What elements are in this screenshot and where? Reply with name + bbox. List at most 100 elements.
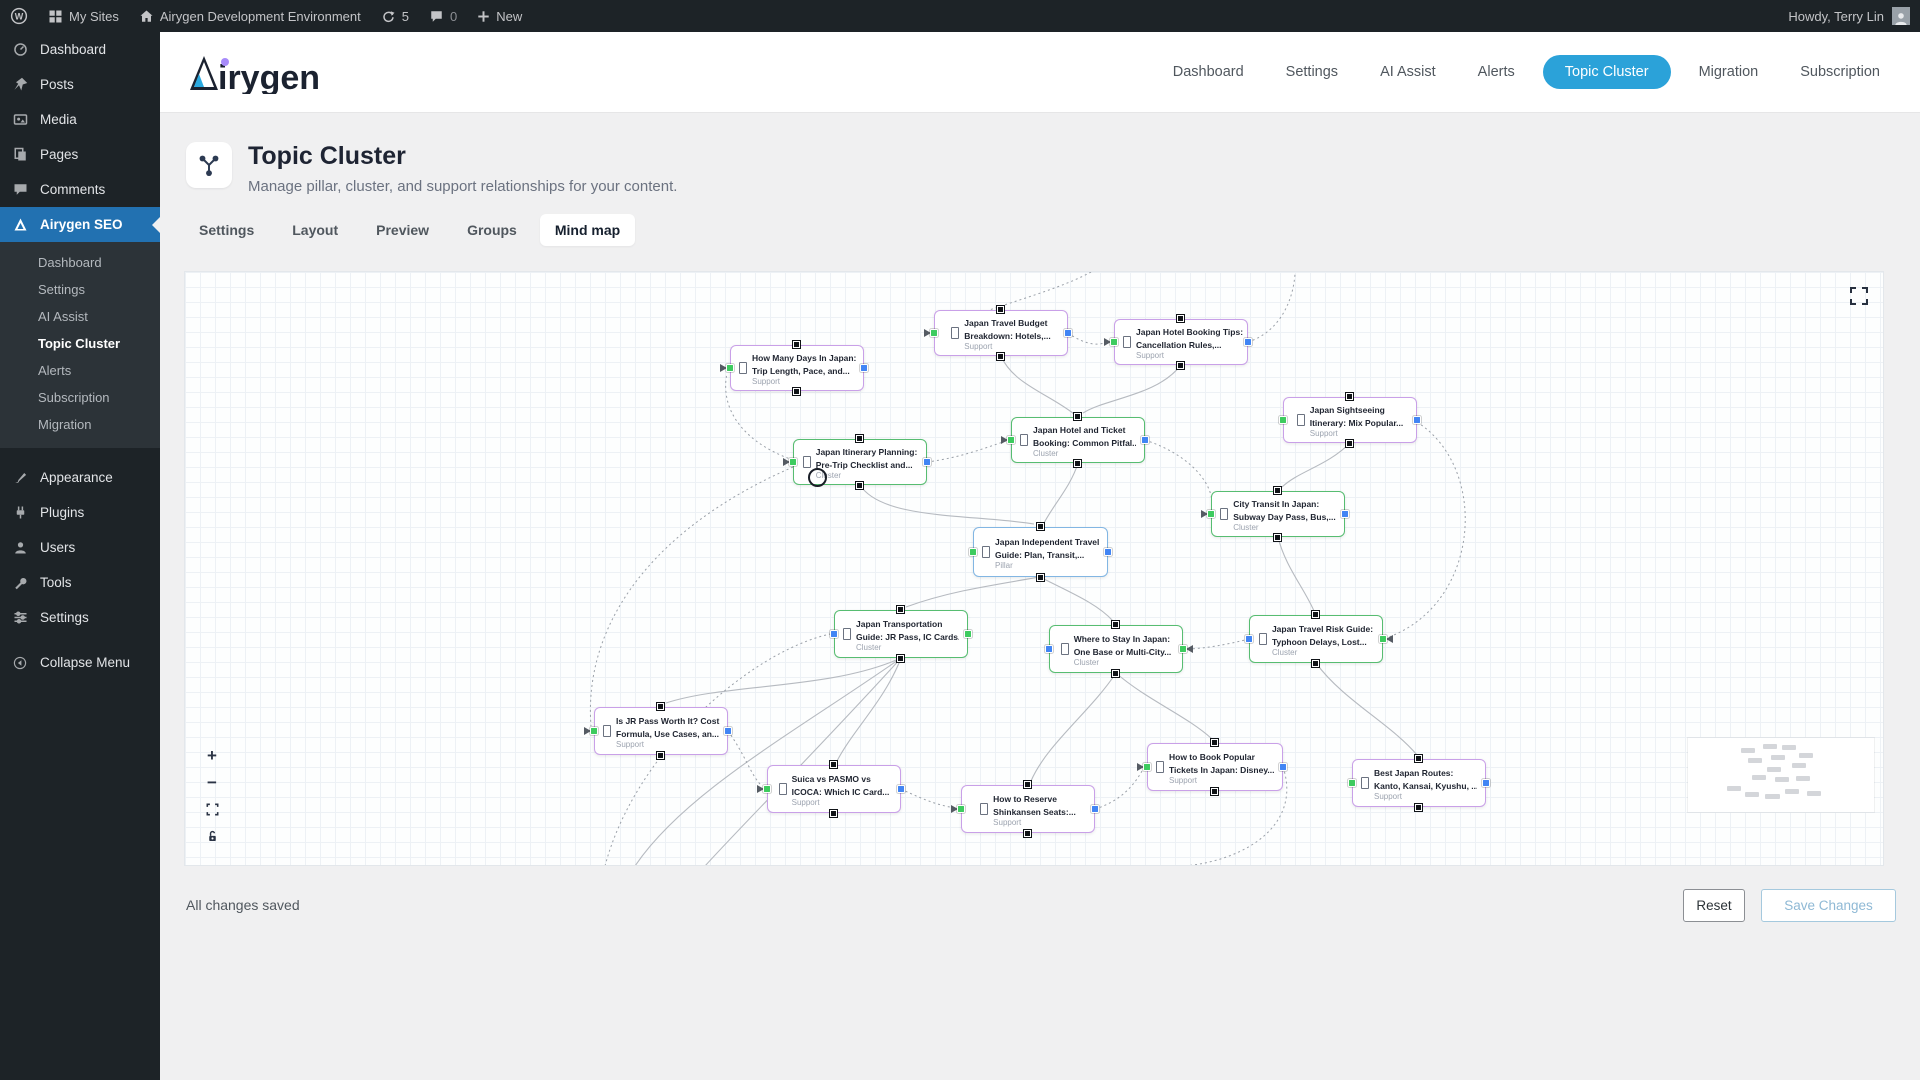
tab-layout[interactable]: Layout [292, 222, 339, 238]
right-handle[interactable] [1379, 635, 1387, 643]
top-handle[interactable] [996, 305, 1005, 314]
mindmap-node-n10[interactable]: Where to Stay In Japan:One Base or Multi… [1045, 620, 1187, 678]
left-handle[interactable] [969, 548, 977, 556]
bottom-handle[interactable] [1035, 573, 1045, 582]
comments-menu[interactable]: 0 [419, 0, 467, 32]
left-handle[interactable] [1045, 645, 1053, 653]
bottom-handle[interactable] [1073, 459, 1082, 468]
fit-view-button[interactable] [206, 800, 219, 818]
submenu-item-alerts[interactable]: Alerts [38, 363, 72, 378]
left-handle[interactable] [789, 458, 797, 466]
left-handle[interactable] [590, 727, 598, 735]
mindmap-node-n7[interactable]: City Transit In Japan:Subway Day Pass, B… [1207, 486, 1349, 542]
bottom-handle[interactable] [1210, 787, 1219, 796]
right-handle[interactable] [1279, 763, 1287, 771]
bottom-handle[interactable] [1414, 803, 1423, 812]
nav-item-subscription[interactable]: Subscription [1800, 64, 1880, 80]
zoom-in-button[interactable]: + [207, 745, 217, 765]
left-handle[interactable] [1143, 763, 1151, 771]
tab-settings[interactable]: Settings [199, 222, 255, 238]
wp-logo-menu[interactable]: W [0, 0, 38, 32]
sidebar-item-comments[interactable]: Comments [0, 172, 160, 207]
left-handle[interactable] [830, 630, 838, 638]
top-handle[interactable] [1073, 412, 1082, 421]
fullscreen-icon[interactable] [1849, 286, 1869, 306]
nav-item-dashboard[interactable]: Dashboard [1172, 64, 1244, 80]
reset-button[interactable]: Reset [1683, 888, 1745, 922]
top-handle[interactable] [1414, 754, 1423, 763]
left-handle[interactable] [1279, 416, 1287, 424]
right-handle[interactable] [724, 727, 732, 735]
tab-mind-map[interactable]: Mind map [539, 214, 636, 246]
left-handle[interactable] [1207, 510, 1215, 518]
mindmap-node-n3[interactable]: Japan Hotel Booking Tips:Cancellation Ru… [1110, 314, 1252, 370]
nav-item-topic-cluster[interactable]: Topic Cluster [1542, 55, 1671, 89]
top-handle[interactable] [829, 760, 838, 769]
submenu-item-dashboard[interactable]: Dashboard [38, 255, 102, 270]
mindmap-node-n11[interactable]: Japan Travel Risk Guide:Typhoon Delays, … [1245, 610, 1387, 668]
bottom-handle[interactable] [855, 481, 864, 490]
sidebar-item-appearance[interactable]: Appearance [0, 460, 160, 495]
left-handle[interactable] [763, 785, 771, 793]
left-handle[interactable] [1348, 779, 1356, 787]
sidebar-item-plugins[interactable]: Plugins [0, 495, 160, 530]
submenu-item-subscription[interactable]: Subscription [38, 390, 110, 405]
mindmap-canvas[interactable]: How Many Days In Japan:Trip Length, Pace… [184, 271, 1884, 866]
nav-item-alerts[interactable]: Alerts [1477, 64, 1515, 80]
bottom-handle[interactable] [896, 654, 905, 663]
submenu-item-ai-assist[interactable]: AI Assist [38, 309, 88, 324]
avatar[interactable] [1892, 7, 1910, 25]
bottom-handle[interactable] [1176, 361, 1185, 370]
top-handle[interactable] [1311, 610, 1320, 619]
right-handle[interactable] [1341, 510, 1349, 518]
nav-item-ai-assist[interactable]: AI Assist [1380, 64, 1436, 80]
top-handle[interactable] [1210, 738, 1219, 747]
updates-menu[interactable]: 5 [371, 0, 419, 32]
sidebar-item-users[interactable]: Users [0, 530, 160, 565]
bottom-handle[interactable] [656, 751, 665, 760]
sidebar-item-media[interactable]: Media [0, 102, 160, 137]
right-handle[interactable] [1091, 805, 1099, 813]
sidebar-item-settings[interactable]: Settings [0, 600, 160, 635]
top-handle[interactable] [896, 605, 905, 614]
mindmap-node-n16[interactable]: Best Japan Routes:Kanto, Kansai, Kyushu,… [1348, 754, 1490, 812]
right-handle[interactable] [1179, 645, 1187, 653]
bottom-handle[interactable] [829, 809, 838, 818]
new-content-menu[interactable]: New [467, 0, 532, 32]
howdy-label[interactable]: Howdy, Terry Lin [1788, 8, 1884, 24]
right-handle[interactable] [897, 785, 905, 793]
mindmap-node-n1[interactable]: How Many Days In Japan:Trip Length, Pace… [726, 340, 868, 396]
submenu-item-settings[interactable]: Settings [38, 282, 85, 297]
bottom-handle[interactable] [1273, 533, 1282, 542]
lock-button[interactable] [206, 827, 219, 845]
bottom-handle[interactable] [792, 387, 801, 396]
bottom-handle[interactable] [996, 352, 1005, 361]
top-handle[interactable] [656, 702, 665, 711]
nav-item-settings[interactable]: Settings [1285, 64, 1339, 80]
bottom-handle[interactable] [1111, 669, 1120, 678]
right-handle[interactable] [1244, 338, 1252, 346]
right-handle[interactable] [964, 630, 972, 638]
right-handle[interactable] [1141, 436, 1149, 444]
right-handle[interactable] [1064, 329, 1072, 337]
zoom-out-button[interactable]: − [207, 772, 217, 792]
airygen-brand-logo[interactable]: irygen [188, 52, 348, 94]
minimap[interactable] [1688, 738, 1874, 812]
left-handle[interactable] [930, 329, 938, 337]
sidebar-item-dashboard[interactable]: Dashboard [0, 32, 160, 67]
tab-groups[interactable]: Groups [467, 222, 517, 238]
left-handle[interactable] [957, 805, 965, 813]
sidebar-item-pages[interactable]: Pages [0, 137, 160, 172]
submenu-item-migration[interactable]: Migration [38, 417, 92, 432]
right-handle[interactable] [923, 458, 931, 466]
site-menu[interactable]: Airygen Development Environment [129, 0, 371, 32]
top-handle[interactable] [855, 434, 864, 443]
top-handle[interactable] [1111, 620, 1120, 629]
collapse-menu-button[interactable]: Collapse Menu [0, 645, 160, 680]
